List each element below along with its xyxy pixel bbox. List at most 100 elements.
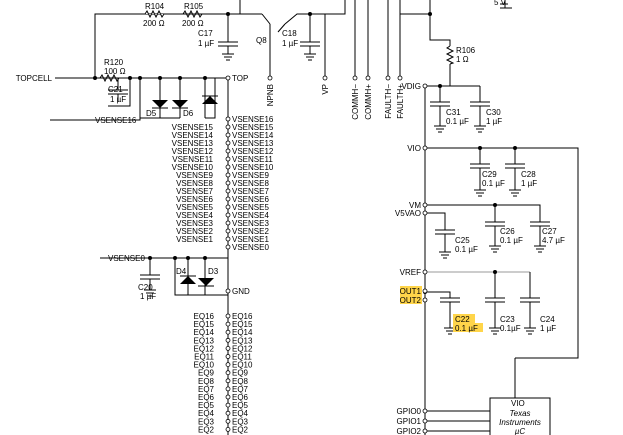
top-pin-label: TOP: [232, 74, 248, 83]
vsense-pin: [225, 124, 231, 130]
d4-ref: D4: [176, 267, 187, 276]
eq-right-label: EQ11: [232, 353, 252, 362]
v5vao-pin-label: V5VAO: [395, 209, 421, 218]
eq-pin: [225, 354, 231, 359]
wire-set: [50, 0, 579, 435]
vsense-pin: [225, 220, 231, 226]
mcu-line3: µC: [515, 427, 526, 435]
c21-val: 1 µF: [110, 95, 126, 104]
vsense-pin: [225, 236, 231, 242]
c26-val: 0.1 µF: [500, 236, 523, 245]
eq-left-label: EQ5: [198, 401, 215, 410]
c28-ref: C28: [521, 170, 536, 179]
c17-val: 1 µF: [198, 39, 214, 48]
vsense-left-label: VSENSE10: [172, 163, 214, 172]
vsense-right-label: VSENSE10: [232, 163, 274, 172]
vsense-right-label: VSENSE7: [232, 187, 269, 196]
r104-val: 200 Ω: [143, 19, 165, 28]
eq-right-label: EQ7: [232, 385, 249, 394]
vsense-left-label: VSENSE14: [172, 131, 214, 140]
eq-right-label: EQ9: [232, 369, 249, 378]
gpio-pin: [422, 418, 428, 424]
ic-fixed-pins: TOP GND VDIG VIO VM V5VAO VREF OUT1 OUT2: [225, 74, 428, 305]
gpio-pin: [422, 428, 428, 434]
c30-ref: C30: [486, 108, 501, 117]
mcu-line1: Texas: [509, 409, 530, 418]
vsense-left-label: VSENSE6: [176, 195, 213, 204]
c23-ref: C23: [500, 315, 515, 324]
eq-left-label: EQ9: [198, 369, 215, 378]
eq-right-label: EQ5: [232, 401, 249, 410]
vsense-right-label: VSENSE6: [232, 195, 269, 204]
c22-val-highlight: [453, 323, 483, 332]
gpio-pin: [422, 408, 428, 414]
c20-ref: C20: [138, 283, 153, 292]
eq-left-label: EQ14: [194, 328, 215, 337]
mcu-vio-label: VIO: [511, 399, 525, 408]
eq-left-label: EQ2: [198, 425, 215, 434]
vsense-pin: [225, 244, 231, 250]
vsense-right-label: VSENSE0: [232, 243, 269, 252]
vsense0-net-label: VSENSE0: [108, 254, 145, 263]
top-pin-markers: [267, 75, 403, 81]
c29-ref: C29: [482, 170, 497, 179]
vsense-right-label: VSENSE1: [232, 235, 269, 244]
eq-right-label: EQ4: [232, 409, 249, 418]
vsense-right-label: VSENSE9: [232, 171, 269, 180]
eq-left-label: EQ16: [194, 312, 215, 321]
resistor-r105: [182, 9, 203, 19]
eq-left-label: EQ4: [198, 409, 215, 418]
diode-d4: [180, 275, 196, 284]
eq-right-label: EQ10: [232, 361, 253, 370]
out1-pin-label: OUT1: [400, 287, 422, 296]
eq-right-label: EQ12: [232, 344, 253, 353]
vref-pin-label: VREF: [400, 268, 421, 277]
left-net-labels: TOPCELL VSENSE16 VSENSE0: [16, 74, 146, 263]
vsense-left-label: VSENSE7: [176, 187, 213, 196]
vsense-left-label: VSENSE3: [176, 219, 213, 228]
eq-right-label: EQ3: [232, 417, 249, 426]
out2-highlight: [400, 295, 422, 304]
r106-ref: R106: [456, 46, 476, 55]
vsense-left-labels: VSENSE15VSENSE14VSENSE13VSENSE12VSENSE11…: [172, 123, 214, 244]
diode-d5: [152, 100, 168, 109]
eq-pin: [225, 402, 231, 408]
r105-ref: R105: [184, 2, 204, 11]
eq-pin: [225, 329, 231, 335]
eq-left-label: EQ10: [194, 361, 215, 370]
component-labels: R104 200 Ω R105 200 Ω Q8 C17 1 µF C18 1 …: [104, 0, 565, 333]
vsense-pin: [225, 116, 231, 122]
vsense-pin: [225, 180, 231, 186]
gpio-label: GPIO1: [397, 417, 422, 426]
c23-val: 0.1µF: [500, 324, 521, 333]
eq-pin: [225, 426, 231, 432]
resistor-r120: [99, 73, 120, 83]
vio-pin-label: VIO: [407, 144, 421, 153]
fault-plus-label: FAULTH+: [396, 84, 405, 119]
vsense-left-label: VSENSE12: [172, 147, 214, 156]
mcu-line2: Instruments: [499, 418, 541, 427]
npnb-label: NPNB: [266, 84, 275, 106]
c18-ref: C18: [282, 29, 297, 38]
comm-plus-label: COMMH+: [364, 84, 373, 120]
c27-val: 4.7 µF: [542, 236, 565, 245]
vsense-right-labels: VSENSE16VSENSE15VSENSE14VSENSE13VSENSE12…: [225, 115, 274, 252]
supply-label: 5 V: [494, 0, 507, 7]
gpio-label: GPIO0: [397, 407, 422, 416]
eq-pin: [225, 370, 231, 376]
vsense-left-label: VSENSE8: [176, 179, 213, 188]
eq-right-label: EQ6: [232, 393, 249, 402]
vsense-pin: [225, 204, 231, 210]
vsense-pin: [225, 148, 231, 154]
eq-pin: [225, 362, 231, 368]
top-pin-labels: NPNB VP COMMH− COMMH+ FAULTH− FAULTH+: [266, 84, 405, 120]
eq-left-label: EQ8: [198, 377, 215, 386]
eq-pin: [225, 337, 231, 343]
diode-d6: [172, 100, 188, 109]
c25-val: 0.1 µF: [455, 245, 478, 254]
eq-left-labels: EQ16EQ15EQ14EQ13EQ12EQ11EQ10EQ9EQ8EQ7EQ6…: [194, 312, 215, 434]
eq-pin: [225, 418, 231, 424]
eq-pin: [225, 410, 231, 416]
eq-pin: [225, 378, 231, 384]
